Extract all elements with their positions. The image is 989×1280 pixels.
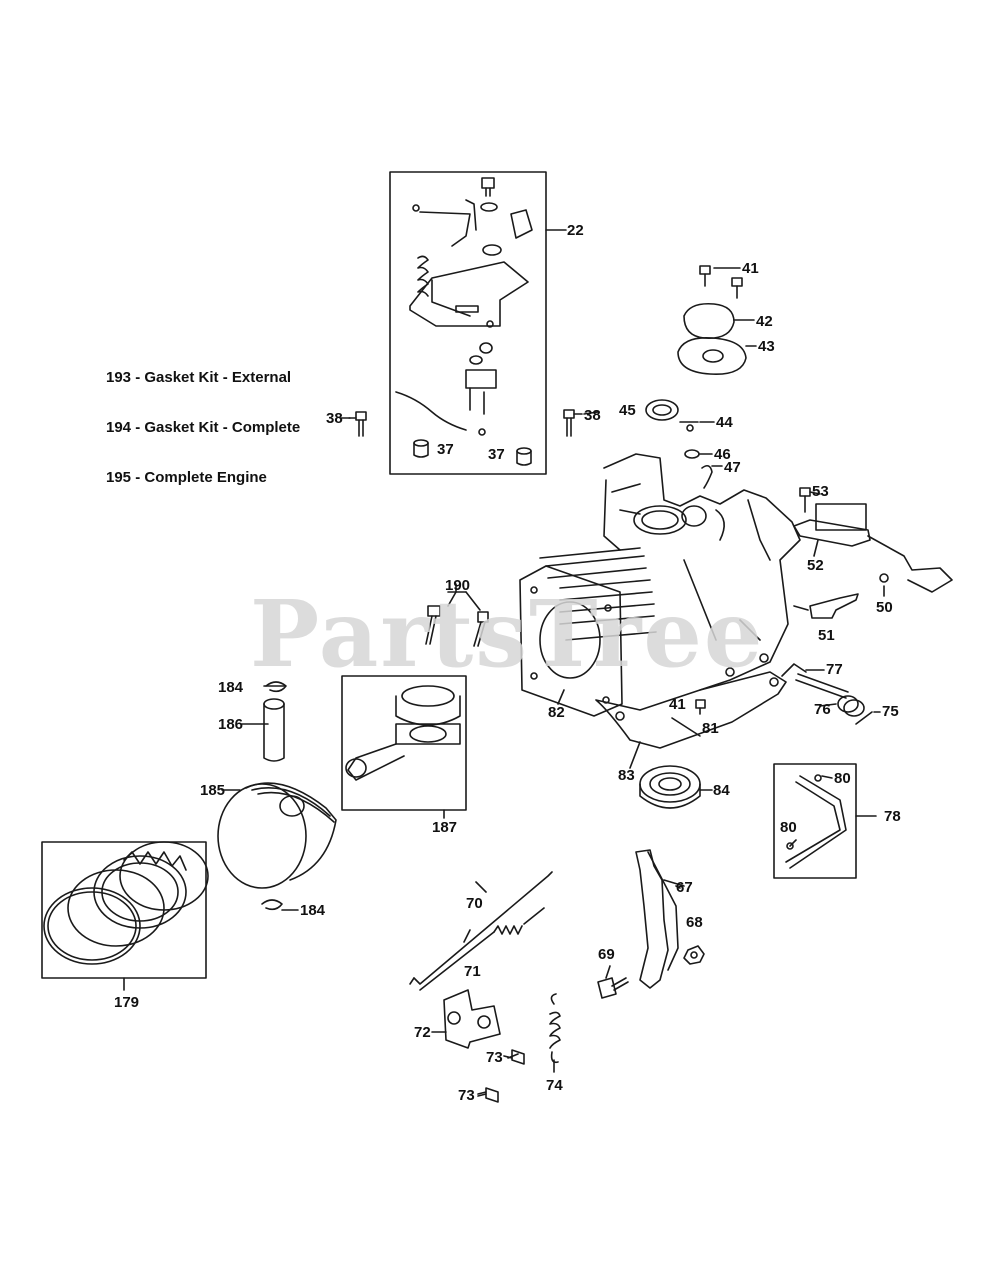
watermark: PartsTree xyxy=(250,580,765,688)
callout-83[interactable]: 83 xyxy=(618,767,635,784)
callout-71[interactable]: 71 xyxy=(464,963,481,980)
part-77-rod xyxy=(781,663,849,699)
callout-50[interactable]: 50 xyxy=(876,599,893,616)
callout-47[interactable]: 47 xyxy=(724,459,741,476)
part-184-clip-bottom xyxy=(261,899,283,911)
callout-78[interactable]: 78 xyxy=(884,808,901,825)
callout-179[interactable]: 179 xyxy=(114,994,140,1011)
callout-37-right[interactable]: 37 xyxy=(488,446,505,463)
part-22-bolt xyxy=(480,177,502,256)
callout-51[interactable]: 51 xyxy=(818,627,835,644)
callout-38-left[interactable]: 38 xyxy=(326,410,343,427)
callout-80-lower[interactable]: 80 xyxy=(780,819,797,836)
part-179-piston-rings xyxy=(43,841,209,965)
callout-74[interactable]: 74 xyxy=(546,1077,563,1094)
callout-190[interactable]: 190 xyxy=(445,577,471,594)
callout-81[interactable]: 81 xyxy=(702,720,719,737)
part-46-washer xyxy=(684,449,700,459)
callout-46[interactable]: 46 xyxy=(714,446,731,463)
legend-gasket-kit-complete: 194 - Gasket Kit - Complete xyxy=(106,419,301,436)
part-52-ignition-coil xyxy=(793,503,953,593)
part-43-gasket xyxy=(677,336,747,375)
part-38-bolt-right xyxy=(563,409,583,437)
part-184-clip-top xyxy=(265,681,287,693)
part-187-connecting-rod xyxy=(345,685,461,781)
callout-43[interactable]: 43 xyxy=(758,338,775,355)
callout-82[interactable]: 82 xyxy=(548,704,565,721)
callout-70[interactable]: 70 xyxy=(466,895,483,912)
part-68-nut xyxy=(683,945,705,965)
part-81-dowel xyxy=(671,717,701,737)
callout-80-top[interactable]: 80 xyxy=(834,770,851,787)
callout-52[interactable]: 52 xyxy=(807,557,824,574)
part-53-screw xyxy=(799,487,811,513)
part-185-piston xyxy=(217,782,337,889)
callout-37-left[interactable]: 37 xyxy=(437,441,454,458)
part-84-bearing xyxy=(639,765,701,809)
part-44-pin xyxy=(679,421,715,432)
part-51-bracket xyxy=(809,593,859,619)
part-22-lever xyxy=(412,199,533,247)
callout-38-right[interactable]: 38 xyxy=(584,407,601,424)
callout-75[interactable]: 75 xyxy=(882,703,899,720)
callout-186[interactable]: 186 xyxy=(218,716,244,733)
part-78-rod xyxy=(785,781,841,863)
part-83-crankcase-gasket xyxy=(595,671,787,749)
callout-73-upper[interactable]: 73 xyxy=(486,1049,503,1066)
part-82-head-gasket xyxy=(519,565,623,717)
callout-22[interactable]: 22 xyxy=(567,222,584,239)
callout-69[interactable]: 69 xyxy=(598,946,615,963)
part-75-pin xyxy=(855,711,873,725)
callout-41-lower[interactable]: 41 xyxy=(669,696,686,713)
part-69-screw xyxy=(597,977,629,999)
legend-gasket-kit-external: 193 - Gasket Kit - External xyxy=(106,369,292,386)
part-72-plate xyxy=(443,989,501,1049)
part-37-bushing-left xyxy=(413,439,429,458)
part-190-bolts xyxy=(425,591,489,647)
callout-41-top[interactable]: 41 xyxy=(742,260,759,277)
part-38-bolt-left xyxy=(348,411,367,437)
callout-45[interactable]: 45 xyxy=(619,402,636,419)
callout-76[interactable]: 76 xyxy=(814,701,831,718)
part-45-oil-seal xyxy=(645,399,679,421)
part-engine-block xyxy=(539,453,801,691)
box-22-frame xyxy=(389,171,547,475)
callout-184-bottom[interactable]: 184 xyxy=(300,902,326,919)
box-187-frame xyxy=(341,675,467,811)
part-22-bracket xyxy=(409,261,529,327)
callout-72[interactable]: 72 xyxy=(414,1024,431,1041)
part-50-clip xyxy=(879,573,889,583)
callout-77[interactable]: 77 xyxy=(826,661,843,678)
part-41-screws-top xyxy=(699,265,743,299)
part-67-arm xyxy=(635,849,669,989)
callout-84[interactable]: 84 xyxy=(713,782,730,799)
part-41-screw-lower xyxy=(695,699,706,715)
callout-187[interactable]: 187 xyxy=(432,819,458,836)
part-22-wire xyxy=(395,391,467,431)
callout-73-lower[interactable]: 73 xyxy=(458,1087,475,1104)
callout-67[interactable]: 67 xyxy=(676,879,693,896)
legend-complete-engine: 195 - Complete Engine xyxy=(106,469,267,486)
part-37-bushing-right xyxy=(516,447,532,466)
part-70-link xyxy=(413,871,553,985)
part-47-clip xyxy=(701,464,713,489)
part-74-spring xyxy=(549,993,561,1073)
part-42-cover xyxy=(683,302,735,339)
part-76-sleeve xyxy=(837,695,865,717)
part-186-piston-pin xyxy=(263,698,285,762)
callout-185[interactable]: 185 xyxy=(200,782,226,799)
callout-68[interactable]: 68 xyxy=(686,914,703,931)
callout-42[interactable]: 42 xyxy=(756,313,773,330)
box-78-frame xyxy=(773,763,857,879)
callout-53[interactable]: 53 xyxy=(812,483,829,500)
part-71-spring xyxy=(419,907,545,991)
callout-184-top[interactable]: 184 xyxy=(218,679,244,696)
callout-44[interactable]: 44 xyxy=(716,414,733,431)
part-22-spring xyxy=(417,255,429,297)
